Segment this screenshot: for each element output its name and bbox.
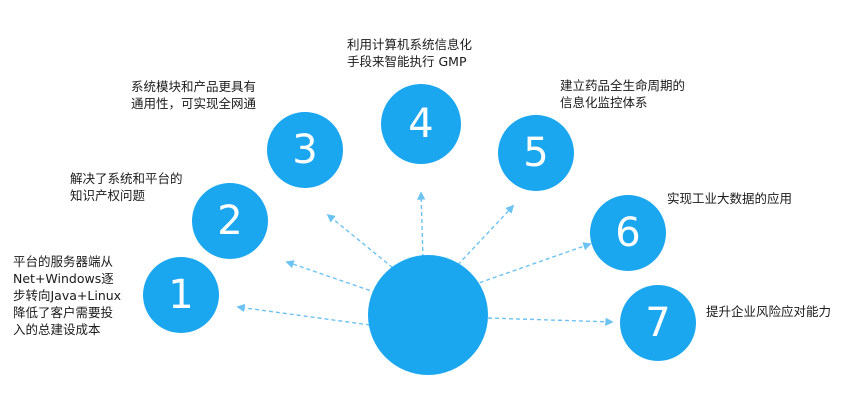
node-2-number: 2 bbox=[217, 198, 243, 244]
node-5-circle: 5 bbox=[498, 115, 574, 191]
connector-arrow-3 bbox=[326, 213, 399, 273]
node-2-label: 解决了系统和平台的 知识产权问题 bbox=[70, 171, 183, 203]
node-1-number: 1 bbox=[168, 272, 194, 318]
connector-arrow-1 bbox=[236, 303, 371, 326]
node-6-number: 6 bbox=[615, 210, 641, 256]
connector-arrow-6 bbox=[472, 242, 592, 286]
connector-arrow-5 bbox=[452, 204, 515, 271]
connector-arrow-4 bbox=[417, 191, 426, 259]
node-3-label: 系统模块和产品更具有 通用性，可实现全网通 bbox=[131, 79, 257, 111]
node-4-label: 利用计算机系统信息化 手段来智能执行 GMP bbox=[347, 37, 473, 69]
node-7-number: 7 bbox=[645, 300, 671, 346]
node-4-number: 4 bbox=[408, 101, 434, 147]
connector-arrow-7 bbox=[487, 317, 614, 326]
connector-arrow-2 bbox=[285, 260, 384, 296]
node-7-circle: 7 bbox=[620, 285, 696, 361]
node-7-label: 提升企业风险应对能力 bbox=[706, 304, 832, 319]
node-2-circle: 2 bbox=[192, 183, 268, 259]
node-5-number: 5 bbox=[523, 130, 549, 176]
node-3-circle: 3 bbox=[267, 112, 343, 188]
node-4-circle: 4 bbox=[381, 84, 461, 164]
hub-circle bbox=[368, 255, 488, 375]
node-6-label: 实现工业大数据的应用 bbox=[667, 191, 793, 206]
node-1-label: 平台的服务器端从 Net+Windows逐 步转向Java+Linux 降低了客… bbox=[13, 254, 122, 337]
node-5-label: 建立药品全生命周期的 信息化监控体系 bbox=[560, 78, 686, 110]
node-1-circle: 1 bbox=[143, 257, 219, 333]
node-6-circle: 6 bbox=[590, 195, 666, 271]
node-3-number: 3 bbox=[292, 127, 318, 173]
